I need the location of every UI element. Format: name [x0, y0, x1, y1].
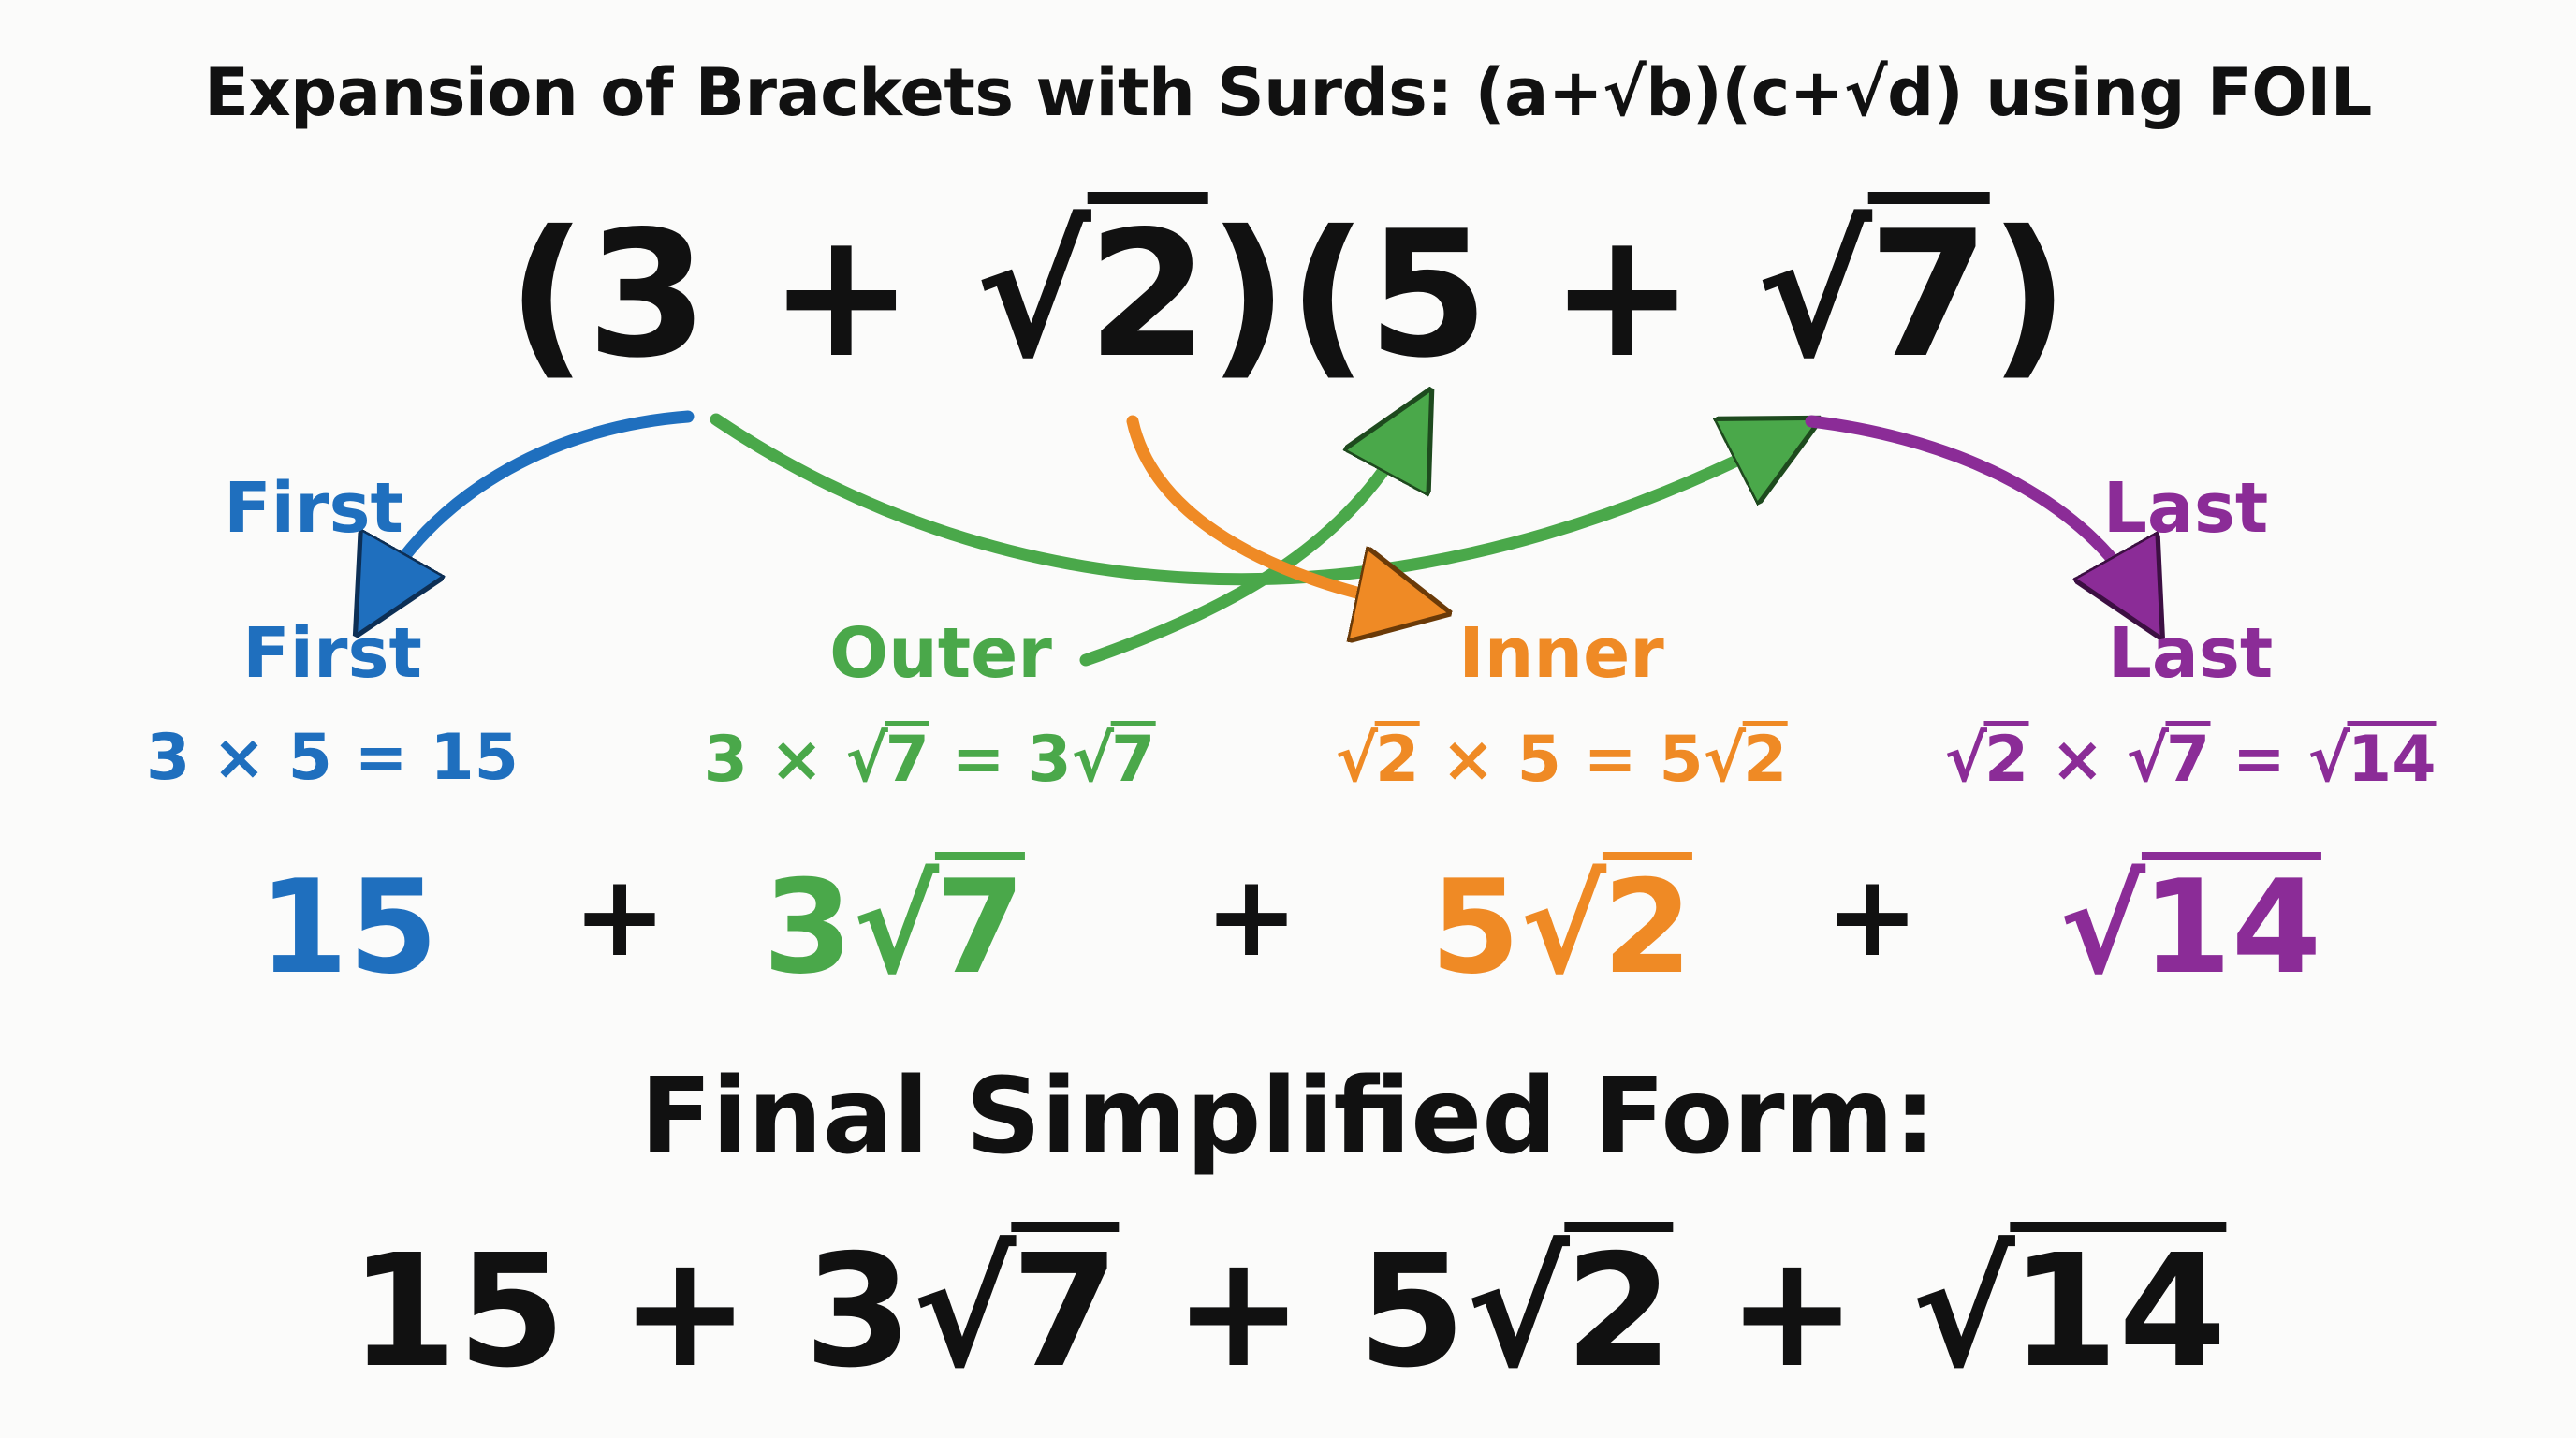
term-outer: 3√7: [762, 852, 1026, 1003]
term-inner: 5√2: [1429, 852, 1693, 1003]
final-title: Final Simplified Form:: [639, 1056, 1937, 1178]
step-outer-label: Outer: [829, 613, 1052, 694]
step-first-calc: 3 × 5 = 15: [146, 721, 519, 795]
sqrt-symbol: √: [974, 193, 1091, 396]
sqrt-symbol: √: [1910, 1222, 2015, 1402]
sqrt-symbol: √: [1465, 1222, 1570, 1402]
sqrt-symbol: √: [2126, 723, 2169, 797]
sqrt-symbol: √: [912, 1222, 1017, 1402]
sqrt-symbol: √: [852, 852, 940, 1003]
sqrt-symbol: √: [1944, 723, 1987, 797]
term-last: √14: [2058, 852, 2322, 1003]
plus-3: +: [1824, 852, 1920, 982]
sqrt-symbol: √: [1519, 852, 1607, 1003]
sqrt-symbol: √: [1071, 723, 1114, 797]
step-inner-label: Inner: [1458, 613, 1664, 694]
sqrt-symbol: √: [845, 723, 888, 797]
bracket1-close: ): [1208, 193, 1288, 396]
diagram-title: Expansion of Brackets with Surds: (a+√b)…: [204, 54, 2372, 131]
sqrt-symbol: √: [1703, 723, 1746, 797]
first-arrow: [379, 410, 695, 594]
plus-2: +: [1204, 852, 1299, 982]
outer-arrow: [710, 413, 1778, 586]
final-expression: 15 + 3√7 + 5√2 + √14: [349, 1222, 2227, 1402]
bracket2-open: (5 +: [1288, 193, 1756, 396]
first-arrow-label: First: [224, 468, 403, 549]
step-outer-calc: 3 × √7 = 3√7: [703, 721, 1156, 797]
inner-arrow: [1126, 415, 1404, 604]
last-arrow-label: Last: [2102, 468, 2269, 549]
bracket1-open: (3 +: [506, 193, 975, 396]
bracket2-close: ): [1989, 193, 2070, 396]
sqrt-symbol: √: [2058, 852, 2145, 1003]
sqrt-symbol: √: [1335, 723, 1379, 797]
plus-1: +: [572, 852, 667, 982]
step-last-label: Last: [2107, 613, 2274, 694]
step-first-label: First: [242, 613, 422, 694]
sqrt-symbol: √: [1755, 193, 1872, 396]
step-last-calc: √2 × √7 = √14: [1944, 721, 2437, 797]
sqrt-symbol: √: [2307, 723, 2350, 797]
radicand-2: 7: [1867, 192, 1990, 396]
main-expression: (3 + √2)(5 + √7): [506, 192, 2070, 396]
step-inner-calc: √2 × 5 = 5√2: [1335, 721, 1788, 797]
term-first: 15: [257, 852, 439, 1003]
last-arrow: [1805, 415, 2139, 597]
radicand-1: 2: [1087, 192, 1208, 396]
